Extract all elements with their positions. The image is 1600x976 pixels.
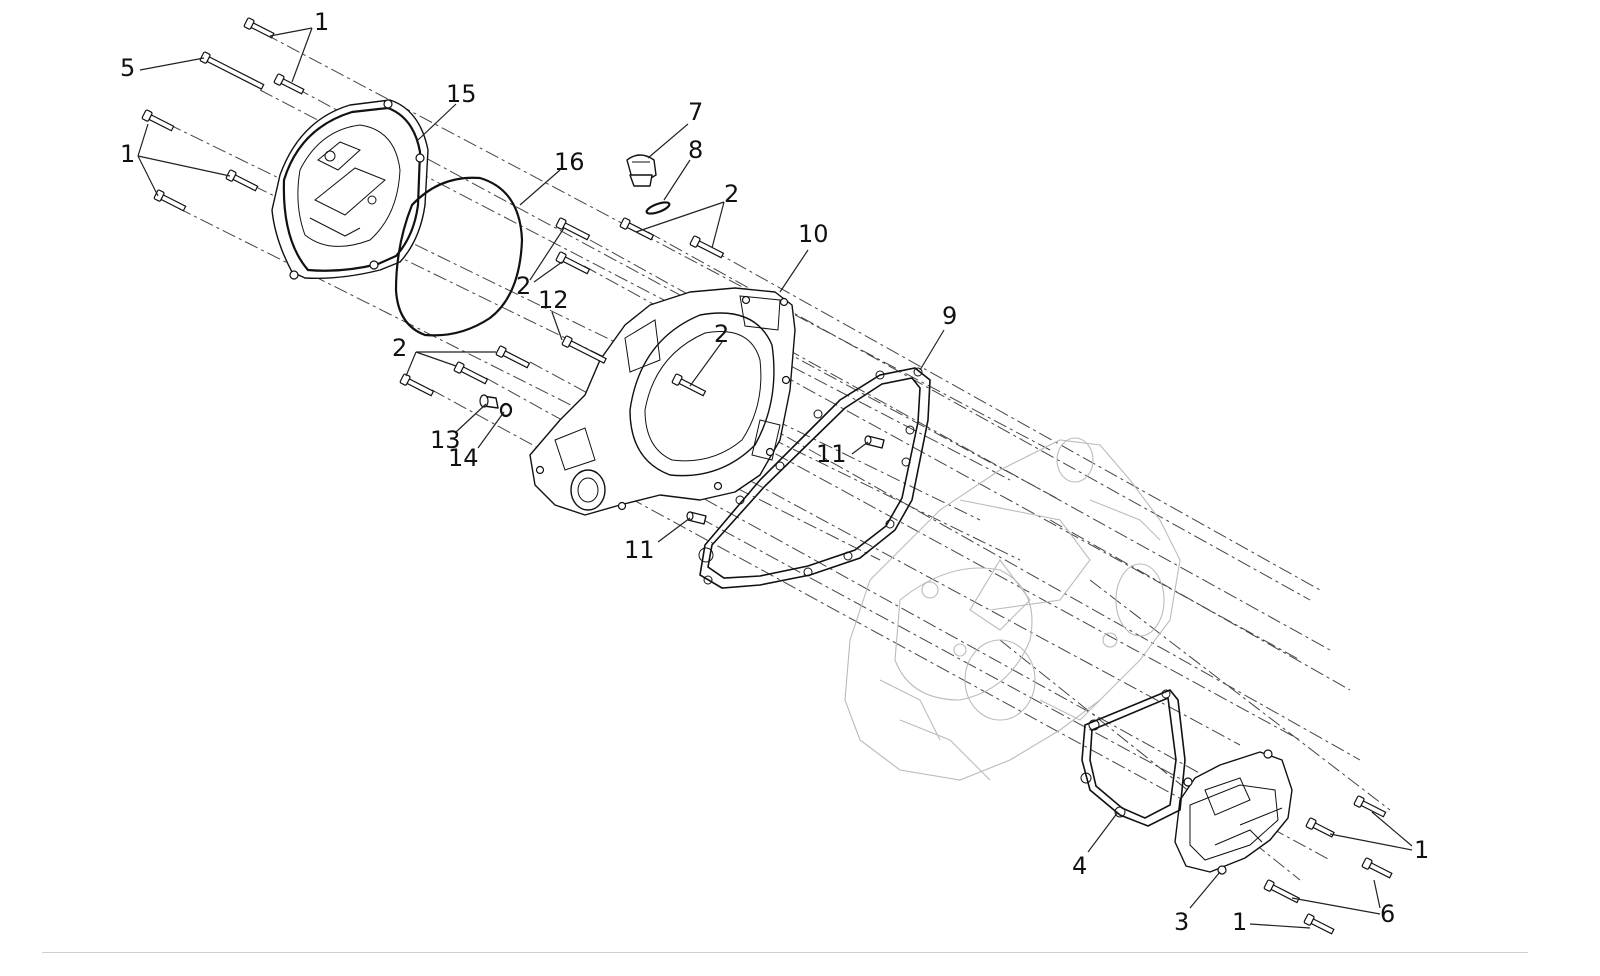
bolt-icon: [555, 217, 567, 230]
o-ring-gasket-part-16: [394, 176, 524, 337]
engine-block-ghost: [844, 437, 1181, 781]
plug-o-ring-part-8: [645, 201, 671, 215]
bolt-2-a: [555, 217, 591, 241]
bolt-icon: [273, 73, 285, 86]
callout-14: 14: [448, 444, 479, 472]
bolt-icon: [141, 109, 153, 122]
callout-2-lower-left: 2: [392, 334, 407, 362]
bolt-shank: [459, 365, 489, 385]
callout-6: 6: [1380, 900, 1395, 928]
bolt-12: [561, 335, 607, 364]
small-plug-part-13: [479, 394, 499, 409]
bolt-2-g: [495, 345, 531, 369]
clutch-cover-gasket-part-9: [698, 367, 931, 589]
bolt-1-left-c: [153, 189, 187, 212]
bolt-icon: [1303, 913, 1315, 926]
bolt-shank: [695, 239, 725, 259]
callout-3: 3: [1174, 908, 1189, 936]
bolt-icon: [561, 335, 573, 348]
bolt-icon: [399, 373, 411, 386]
bolt-2-f: [453, 361, 489, 385]
bolt-icon: [495, 345, 507, 358]
callout-4: 4: [1072, 852, 1087, 880]
bolt-shank: [159, 193, 187, 212]
small-cover-gasket-part-4: [1080, 689, 1186, 827]
bolt-icon: [1361, 857, 1373, 870]
bolt-icon: [689, 235, 701, 248]
callout-labels: 1 5 1 15 16 7 8 2 10 2 12 2 9 2 13 14 11…: [120, 8, 1429, 936]
bolt-5: [199, 51, 265, 90]
bolt-1-left-a: [141, 109, 175, 132]
leader-lines: [137, 27, 1413, 929]
callout-16: 16: [554, 148, 585, 176]
bolt-2-h: [671, 373, 707, 397]
bolt-shank: [405, 377, 435, 397]
bolt-2-e: [399, 373, 435, 397]
bolt-icon: [619, 217, 631, 230]
callout-11-lower: 11: [624, 536, 655, 564]
bolt-shank: [561, 221, 591, 241]
callout-2-mid-left: 2: [516, 272, 531, 300]
bolt-shank: [561, 255, 591, 275]
bolt-2-c: [619, 217, 655, 241]
callout-12: 12: [538, 286, 569, 314]
dowel-pin-part-11a: [864, 435, 885, 449]
callout-15: 15: [446, 80, 477, 108]
callout-13: 13: [430, 426, 461, 454]
bolt-icon: [1305, 817, 1317, 830]
bolt-6-a: [1361, 857, 1393, 879]
callout-9: 9: [942, 302, 957, 330]
bolt-icon: [1263, 879, 1275, 892]
dowel-pin-part-11b: [686, 511, 707, 525]
bolt-shank: [231, 173, 259, 192]
bolt-icon: [1353, 795, 1365, 808]
callout-7: 7: [688, 98, 703, 126]
oil-plug-part-7: [626, 154, 657, 187]
bolt-1-top-b: [273, 73, 305, 95]
callout-1-bottom: 1: [1232, 908, 1247, 936]
outer-cover-part-15: [271, 99, 429, 280]
bolt-shank: [205, 55, 265, 90]
callout-10: 10: [798, 220, 829, 248]
bolt-shank: [147, 113, 175, 132]
callout-8: 8: [688, 136, 703, 164]
bolt-1-left-b: [225, 169, 259, 192]
bolt-icon: [225, 169, 237, 182]
bolts-group: [141, 17, 1393, 935]
bolt-shank: [1311, 821, 1335, 838]
bolt-1-bottom: [1303, 913, 1335, 935]
footer-rule: [42, 952, 1528, 953]
bolt-2-d: [689, 235, 725, 259]
bolt-icon: [199, 51, 211, 64]
small-cover-part-3: [1174, 749, 1293, 875]
bolt-1-right-b: [1305, 817, 1335, 838]
bolt-icon: [243, 17, 255, 30]
bolt-shank: [1359, 799, 1387, 818]
bolt-1-top-a: [243, 17, 275, 39]
clutch-cover-part-10: [529, 287, 796, 516]
bolt-2-b: [555, 251, 591, 275]
callout-1-right: 1: [1414, 836, 1429, 864]
bolt-shank: [501, 349, 531, 369]
callout-5: 5: [120, 54, 135, 82]
bolt-icon: [671, 373, 683, 386]
bolt-icon: [555, 251, 567, 264]
callout-1-left: 1: [120, 140, 135, 168]
bolt-shank: [1269, 883, 1301, 904]
callout-1-top: 1: [314, 8, 329, 36]
washer-part-14: [499, 402, 513, 418]
callout-2-upper-right: 2: [724, 180, 739, 208]
bolt-shank: [1367, 861, 1393, 879]
bolt-6-b: [1263, 879, 1301, 904]
bolt-shank: [567, 339, 607, 364]
bolt-shank: [1309, 917, 1335, 935]
callout-2-center: 2: [714, 320, 729, 348]
bolt-1-right-a: [1353, 795, 1387, 818]
callout-11-right: 11: [816, 440, 847, 468]
